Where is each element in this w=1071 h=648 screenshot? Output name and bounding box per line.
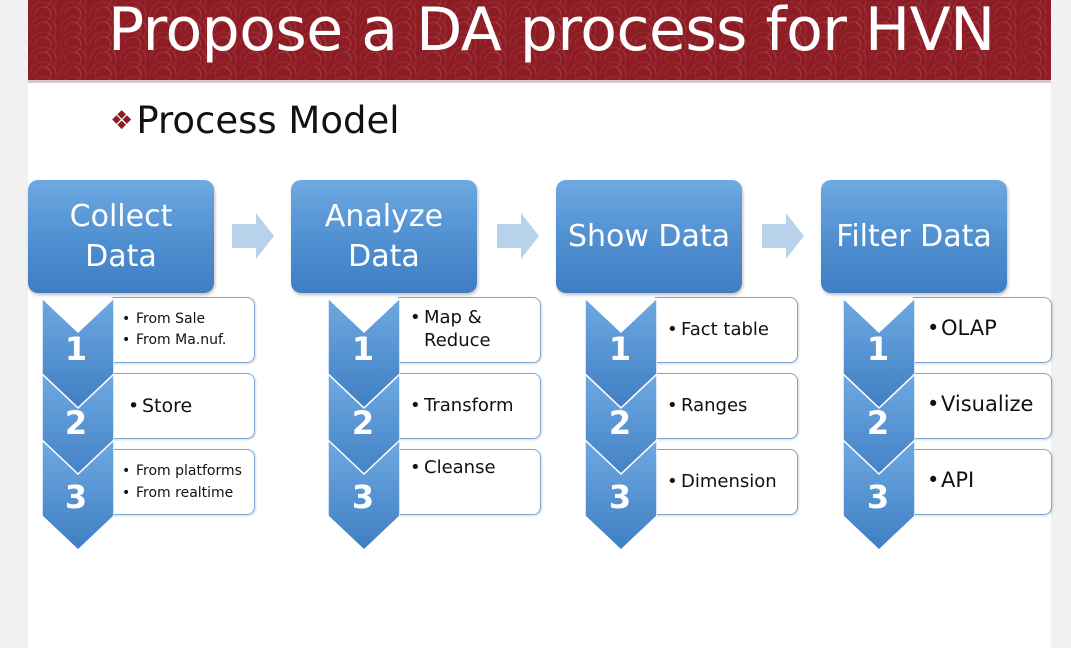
bullet-text: Map & Reduce: [410, 306, 540, 352]
diamond-bullet-icon: ❖: [110, 106, 134, 136]
step-header-filter-data: Filter Data: [821, 180, 1007, 293]
step-number: 3: [608, 478, 632, 516]
step-number: 3: [64, 478, 88, 516]
item-box: Store: [112, 373, 255, 439]
chevron-down-icon: [843, 298, 915, 408]
bullet-text: Visualize: [927, 392, 1051, 417]
step-number: 1: [64, 330, 88, 368]
step-number: 2: [64, 404, 88, 442]
bullet-text: Fact table: [667, 318, 797, 341]
step-header-label: Show Data: [567, 218, 731, 254]
chevron-down-icon: [843, 440, 915, 550]
item-box: API: [913, 449, 1052, 515]
item-box: From platformsFrom realtime: [112, 449, 255, 515]
item-box: OLAP: [913, 297, 1052, 363]
item-box: Map & Reduce: [398, 297, 541, 363]
step-header-analyze-data: Analyze Data: [291, 180, 477, 293]
bullet-text: OLAP: [927, 316, 1051, 341]
right-arrow-icon: [497, 213, 539, 259]
chevron-down-icon: [42, 298, 114, 408]
step-header-label: Filter Data: [836, 218, 992, 254]
chevron-down-icon: [585, 298, 657, 408]
bullet-text: From Ma.nuf.: [122, 330, 254, 351]
chevron-down-icon: [328, 440, 400, 550]
chevron-down-icon: [585, 440, 657, 550]
step-header-collect-data: Collect Data: [28, 180, 214, 293]
step-number: 1: [866, 330, 890, 368]
bullet-text: Transform: [410, 394, 540, 417]
item-box: Fact table: [655, 297, 798, 363]
step-header-label: Collect Data: [69, 198, 173, 274]
bullet-text: From platforms: [122, 460, 254, 482]
step-header-show-data: Show Data: [556, 180, 742, 293]
subtitle-text: Process Model: [136, 99, 400, 142]
item-box: Transform: [398, 373, 541, 439]
item-box: Dimension: [655, 449, 798, 515]
right-arrow-icon: [762, 213, 804, 259]
step-number: 3: [866, 478, 890, 516]
slide-title: Propose a DA process for HVN: [108, 0, 995, 65]
item-box: Cleanse: [398, 449, 541, 515]
chevron-down-icon: [328, 298, 400, 408]
item-box: From SaleFrom Ma.nuf.: [112, 297, 255, 363]
step-number: 1: [351, 330, 375, 368]
bullet-text: Cleanse: [410, 456, 540, 479]
step-number: 3: [351, 478, 375, 516]
bullet-text: Ranges: [667, 394, 797, 417]
step-header-label: Analyze Data: [324, 198, 444, 274]
bullet-text: Store: [128, 394, 254, 418]
bullet-text: From Sale: [122, 309, 254, 330]
step-number: 2: [608, 404, 632, 442]
bullet-text: Dimension: [667, 470, 797, 493]
title-banner: [28, 0, 1051, 83]
step-number: 2: [351, 404, 375, 442]
step-number: 2: [866, 404, 890, 442]
item-box: Ranges: [655, 373, 798, 439]
bullet-text: API: [927, 468, 1051, 493]
subtitle: ❖Process Model: [110, 98, 400, 144]
chevron-down-icon: [42, 440, 114, 550]
right-arrow-icon: [232, 213, 274, 259]
step-number: 1: [608, 330, 632, 368]
bullet-text: From realtime: [122, 482, 254, 504]
item-box: Visualize: [913, 373, 1052, 439]
